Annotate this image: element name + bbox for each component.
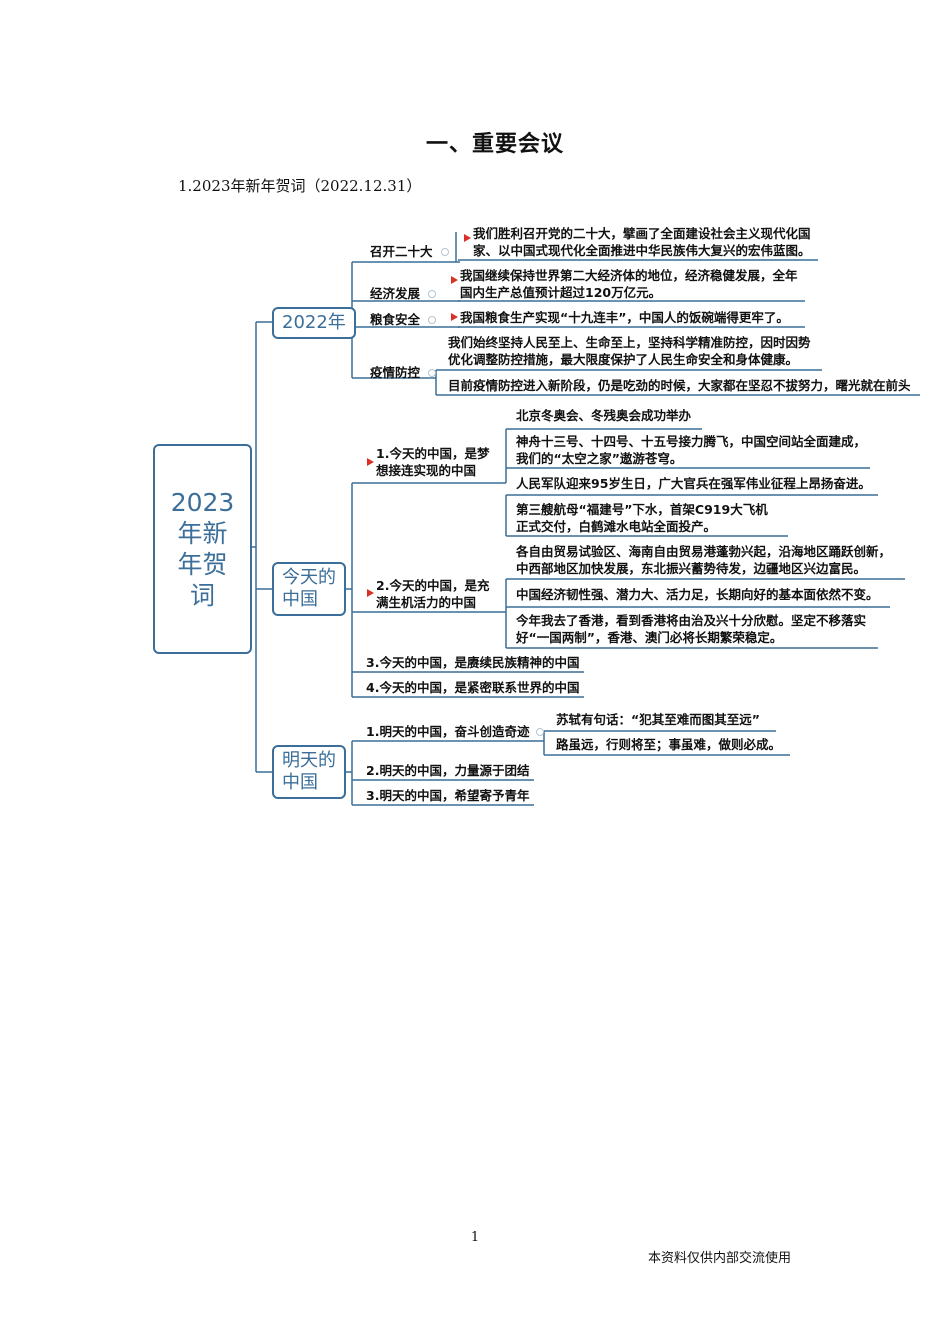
branch-tomorrow-line-1: 明天的 — [282, 750, 336, 771]
detail-line: 我们胜利召开党的二十大，擘画了全面建设社会主义现代化国 — [473, 226, 811, 241]
topic-national-spirit: 3.今天的中国，是赓续民族精神的中国 — [366, 655, 580, 670]
branch-today-line-2: 中国 — [282, 589, 318, 610]
topic-20th-congress: 召开二十大 — [370, 244, 433, 259]
topic-line: 1.今天的中国，是梦 — [376, 446, 490, 461]
flag-icon — [367, 458, 374, 466]
collapse-icon — [536, 728, 544, 736]
page-heading: 一、重要会议 — [425, 131, 564, 157]
detail-line: 中西部地区加快发展，东北振兴蓄势待发，边疆地区兴边富民。 — [516, 561, 867, 576]
collapse-icon — [428, 316, 436, 324]
root-line-4: 词 — [189, 581, 215, 610]
topic-youth: 3.明天的中国，希望寄予青年 — [366, 788, 530, 803]
branch-today-line-1: 今天的 — [282, 567, 336, 588]
topic-line: 满生机活力的中国 — [376, 595, 477, 610]
topic-unity: 2.明天的中国，力量源于团结 — [366, 763, 530, 778]
detail-line: 我们的“太空之家”遨游苍穹。 — [516, 451, 683, 466]
collapse-icon — [428, 290, 436, 298]
detail-line: 优化调整防控措施，最大限度保护了人民生命安全和身体健康。 — [448, 352, 799, 367]
detail-line: 我国继续保持世界第二大经济体的地位，经济稳健发展，全年 — [460, 268, 798, 283]
detail-economy: 我国继续保持世界第二大经济体的地位，经济稳健发展，全年 国内生产总值预计超过12… — [460, 267, 798, 301]
topic-line: 2.今天的中国，是充 — [376, 578, 490, 593]
detail-food-security: 我国粮食生产实现“十九连丰”，中国人的饭碗端得更牢了。 — [460, 310, 789, 325]
branch-today: 今天的 中国 — [272, 562, 346, 616]
flag-icon — [367, 589, 374, 597]
topic-line: 想接连实现的中国 — [376, 463, 477, 478]
mindmap-connectors — [248, 232, 920, 806]
detail-aircraft-carrier: 第三艘航母“福建号”下水，首架C919大飞机 正式交付，白鹤滩水电站全面投产。 — [516, 501, 768, 535]
branch-tomorrow: 明天的 中国 — [272, 745, 346, 799]
topic-vitality: 2.今天的中国，是充 满生机活力的中国 — [376, 577, 489, 611]
topic-economy: 经济发展 — [370, 286, 421, 301]
footer-note: 本资料仅供内部交流使用 — [648, 1251, 792, 1266]
detail-line: 神舟十三号、十四号、十五号接力腾飞，中国空间站全面建成， — [516, 434, 867, 449]
detail-winter-olympics: 北京冬奥会、冬残奥会成功举办 — [516, 408, 692, 423]
root-line-1: 2023 — [170, 488, 235, 517]
detail-line: 家、以中国式现代化全面推进中华民族伟大复兴的宏伟蓝图。 — [473, 243, 811, 258]
detail-line: 各自由贸易试验区、海南自由贸易港蓬勃兴起，沿海地区踊跃创新， — [516, 544, 892, 559]
topic-connected-world: 4.今天的中国，是紧密联系世界的中国 — [366, 680, 580, 695]
detail-line: 今年我去了香港，看到香港将由治及兴十分欣慰。坚定不移落实 — [516, 613, 867, 628]
detail-line: 国内生产总值预计超过120万亿元。 — [460, 285, 662, 300]
topic-epidemic: 疫情防控 — [370, 365, 421, 380]
topic-food-security: 粮食安全 — [370, 312, 421, 327]
root-line-2: 年新 — [177, 519, 228, 548]
detail-hong-kong: 今年我去了香港，看到香港将由治及兴十分欣慰。坚定不移落实 好“一国两制”，香港、… — [516, 612, 866, 646]
flag-icon — [451, 313, 458, 321]
mindmap-root: 2023 年新 年贺 词 — [153, 444, 252, 654]
detail-line: 我们始终坚持人民至上、生命至上，坚持科学精准防控，因时因势 — [448, 335, 811, 350]
detail-epidemic-1: 我们始终坚持人民至上、生命至上，坚持科学精准防控，因时因势 优化调整防控措施，最… — [448, 334, 811, 368]
collapse-icon — [428, 369, 436, 377]
topic-miracles: 1.明天的中国，奋斗创造奇迹 — [366, 724, 530, 739]
branch-tomorrow-line-2: 中国 — [282, 772, 318, 793]
detail-epidemic-2: 目前疫情防控进入新阶段，仍是吃劲的时候，大家都在坚忍不拔努力，曙光就在前头 — [448, 378, 911, 393]
detail-economy-resilience: 中国经济韧性强、潜力大、活力足，长期向好的基本面依然不变。 — [516, 587, 879, 602]
page-number: 1 — [470, 1230, 480, 1245]
detail-road-far: 路虽远，行则将至；事虽难，做则必成。 — [556, 737, 782, 752]
flag-icon — [464, 234, 471, 242]
detail-free-trade: 各自由贸易试验区、海南自由贸易港蓬勃兴起，沿海地区踊跃创新， 中西部地区加快发展… — [516, 543, 891, 577]
detail-space-station: 神舟十三号、十四号、十五号接力腾飞，中国空间站全面建成， 我们的“太空之家”遨游… — [516, 433, 866, 467]
topic-dreams-realized: 1.今天的中国，是梦 想接连实现的中国 — [376, 445, 489, 479]
branch-2022: 2022年 — [272, 307, 356, 339]
detail-20th-congress: 我们胜利召开党的二十大，擘画了全面建设社会主义现代化国 家、以中国式现代化全面推… — [473, 225, 811, 259]
flag-icon — [451, 276, 458, 284]
collapse-icon — [441, 248, 449, 256]
detail-line: 正式交付，白鹤滩水电站全面投产。 — [516, 519, 717, 534]
root-line-3: 年贺 — [177, 550, 228, 579]
detail-line: 第三艘航母“福建号”下水，首架C919大飞机 — [516, 502, 768, 517]
detail-su-shi-quote: 苏轼有句话：“犯其至难而图其至远” — [556, 712, 760, 727]
detail-line: 好“一国两制”，香港、澳门必将长期繁荣稳定。 — [516, 630, 783, 645]
section-subheading: 1.2023年新年贺词（2022.12.31） — [178, 177, 422, 195]
detail-army: 人民军队迎来95岁生日，广大官兵在强军伟业征程上昂扬奋进。 — [516, 476, 871, 491]
